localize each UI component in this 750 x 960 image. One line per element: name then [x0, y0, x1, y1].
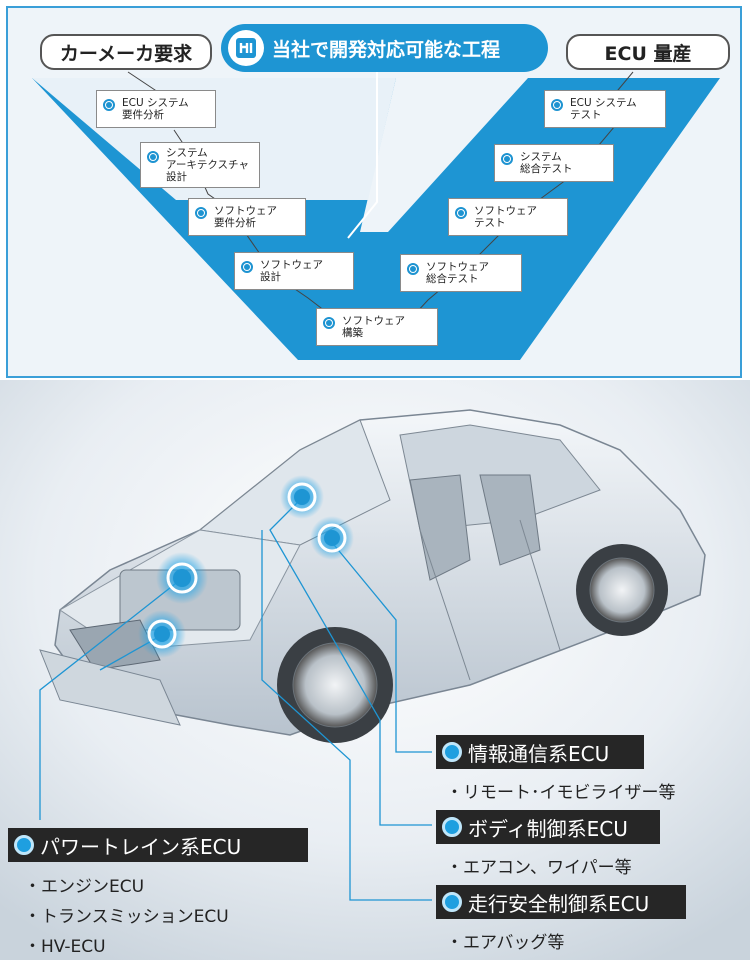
category-bullet-icon	[14, 835, 34, 855]
step-bullet-icon	[241, 261, 253, 273]
step-software-design: ソフトウェア 設計	[234, 252, 354, 290]
capable-process-banner: 当社で開発対応可能な工程	[221, 24, 548, 72]
category-bullet-icon	[442, 742, 462, 762]
category-powertrain-example: ・トランスミッションECU	[24, 907, 229, 927]
category-powertrain-example: ・エンジンECU	[24, 877, 145, 897]
step-bullet-icon	[551, 99, 563, 111]
ecu-marker-body	[310, 516, 354, 560]
category-safety-control-ecu: 走行安全制御系ECU	[436, 885, 686, 919]
ecu-marker-transmission	[138, 610, 186, 658]
ecu-marker-engine	[156, 552, 208, 604]
car-seat	[409, 474, 471, 581]
category-bullet-icon	[442, 817, 462, 837]
capable-process-text: 当社で開発対応可能な工程	[272, 38, 501, 61]
center-connector	[347, 70, 378, 239]
step-system-integration-test: システム 総合テスト	[494, 144, 614, 182]
step-system-architecture-design: システム アーキテクスチャ 設計	[140, 142, 260, 188]
info-ecu-leader	[329, 539, 432, 753]
step-bullet-icon	[455, 207, 467, 219]
category-bullet-icon	[442, 892, 462, 912]
car-bumper	[39, 649, 181, 726]
category-body-control-ecu: ボディ制御系ECU	[436, 810, 660, 844]
ecu-mass-production-label: ECU 量産	[566, 34, 730, 70]
step-software-requirements: ソフトウェア 要件分析	[188, 198, 306, 236]
ecu-marker-info	[280, 475, 324, 519]
safety-ecu-leader	[261, 530, 432, 901]
step-bullet-icon	[501, 153, 513, 165]
category-powertrain-ecu: パワートレイン系ECU	[8, 828, 308, 862]
car-seat	[479, 474, 541, 566]
category-info-communication-ecu: 情報通信系ECU	[436, 735, 644, 769]
step-ecu-system-requirements: ECU システム 要件分析	[96, 90, 216, 128]
step-bullet-icon	[407, 263, 419, 275]
carmaker-requirement-label: カーメーカ要求	[40, 34, 212, 70]
car-cutaway-illustration	[0, 380, 750, 960]
step-bullet-icon	[103, 99, 115, 111]
body-ecu-leader	[269, 497, 432, 826]
category-info-example: ・リモート･イモビライザー等	[446, 783, 676, 803]
car-grille	[69, 619, 161, 671]
category-body-example: ・エアコン、ワイパー等	[446, 858, 632, 878]
powertrain-ecu-leader	[39, 579, 181, 820]
step-ecu-system-test: ECU システム テスト	[544, 90, 666, 128]
step-software-test: ソフトウェア テスト	[448, 198, 568, 236]
step-software-construction: ソフトウェア 構築	[316, 308, 438, 346]
category-safety-example: ・エアバッグ等	[446, 933, 565, 953]
car-door-line	[519, 519, 561, 651]
step-software-integration-test: ソフトウェア 総合テスト	[400, 254, 522, 292]
step-bullet-icon	[323, 317, 335, 329]
front-wheel-rim	[292, 642, 378, 728]
step-bullet-icon	[195, 207, 207, 219]
company-logo-icon	[228, 30, 264, 66]
car-door-line	[419, 529, 471, 681]
category-powertrain-example: ・HV-ECU	[24, 937, 106, 957]
rear-wheel-rim	[589, 557, 655, 623]
step-bullet-icon	[147, 151, 159, 163]
v-model-panel: カーメーカ要求 ECU 量産 当社で開発対応可能な工程 ECU システム 要件分…	[6, 6, 742, 378]
